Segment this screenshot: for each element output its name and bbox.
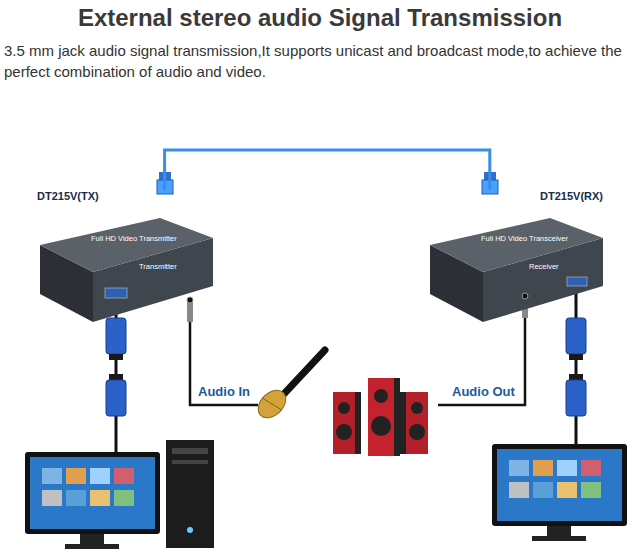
device-print: Transmitter	[139, 262, 177, 271]
vga-cable	[106, 300, 126, 452]
device-print: Full HD Video Transceiver	[481, 234, 568, 243]
caption: 3.5 mm jack audio signal transmission,It…	[4, 40, 634, 82]
audio-cable	[438, 312, 525, 405]
transceiver-box: DT215V(RX) Full HD Video TransceiverRecei…	[425, 190, 605, 325]
ethernet-cable	[165, 150, 490, 190]
monitor	[25, 452, 160, 549]
rj45-plug	[157, 172, 498, 194]
title: External stereo audio Signal Transmissio…	[0, 4, 640, 32]
vga-cable	[566, 290, 586, 444]
device-print: Receiver	[529, 262, 559, 271]
signal-label: Audio Out	[452, 384, 515, 399]
device-name: DT215V(RX)	[540, 190, 603, 202]
pc-tower	[166, 440, 214, 548]
device-name: DT215V(TX)	[37, 190, 99, 202]
speakers	[333, 378, 428, 456]
device-print: Full HD Video Transmitter	[91, 234, 177, 243]
audio-cable	[190, 298, 258, 405]
device-housing	[425, 190, 605, 325]
monitor	[492, 444, 627, 541]
microphone	[253, 350, 325, 423]
device-housing	[35, 190, 215, 325]
transceiver-box: DT215V(TX) Full HD Video TransmitterTrans…	[35, 190, 215, 325]
signal-label: Audio In	[198, 384, 250, 399]
